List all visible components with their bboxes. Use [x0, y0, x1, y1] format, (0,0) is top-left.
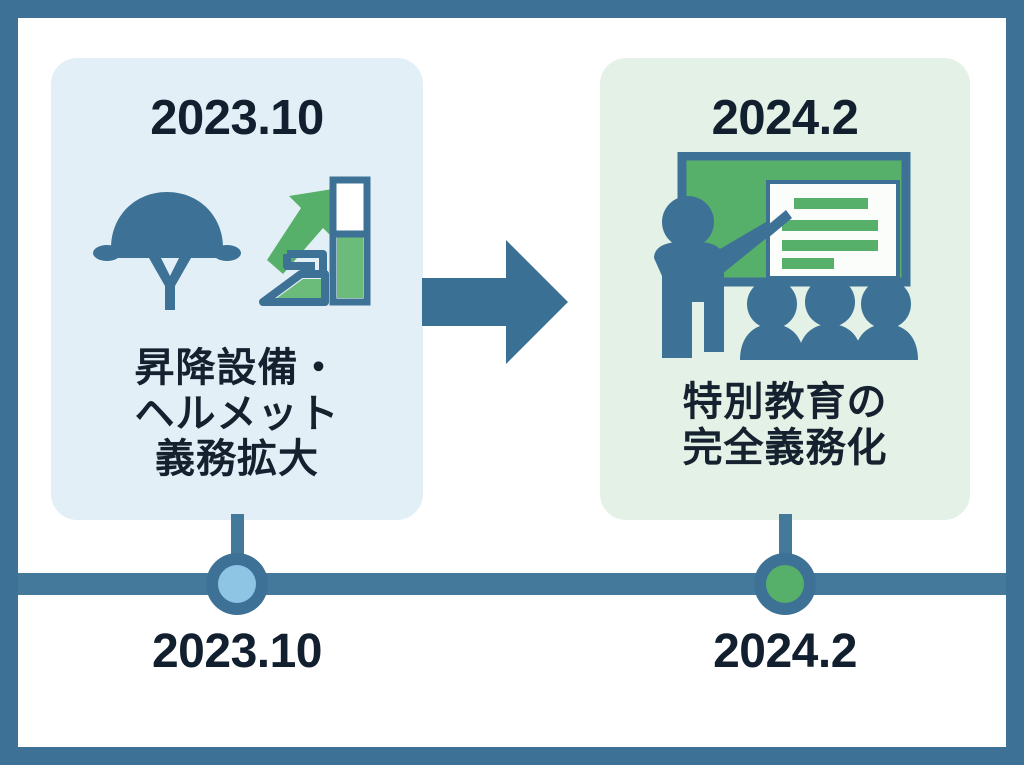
milestone-card-2023-10[interactable]: 2023.10 — [51, 58, 423, 520]
milestone-card-label: 昇降設備・ ヘルメット 義務拡大 — [134, 346, 340, 482]
right-arrow-icon — [422, 238, 568, 366]
milestone-card-date: 2024.2 — [711, 91, 859, 145]
timeline-node-core — [218, 565, 256, 603]
timeline-axis — [18, 573, 1006, 595]
helmet-and-ladder-growth-icon — [51, 158, 423, 318]
timeline-axis-label-2024-2: 2024.2 — [713, 625, 857, 678]
diagram-canvas: 2023.10 — [18, 18, 1006, 747]
timeline-node-core — [766, 565, 804, 603]
milestone-card-label: 特別教育の 完全義務化 — [682, 380, 888, 470]
classroom-training-icon — [600, 150, 970, 365]
milestone-card-date: 2023.10 — [150, 91, 324, 145]
milestone-card-2024-2[interactable]: 2024.2 — [600, 58, 970, 520]
timeline-node-2024-2[interactable] — [754, 553, 816, 615]
timeline-node-2023-10[interactable] — [206, 553, 268, 615]
timeline-axis-label-2023-10: 2023.10 — [151, 625, 323, 678]
